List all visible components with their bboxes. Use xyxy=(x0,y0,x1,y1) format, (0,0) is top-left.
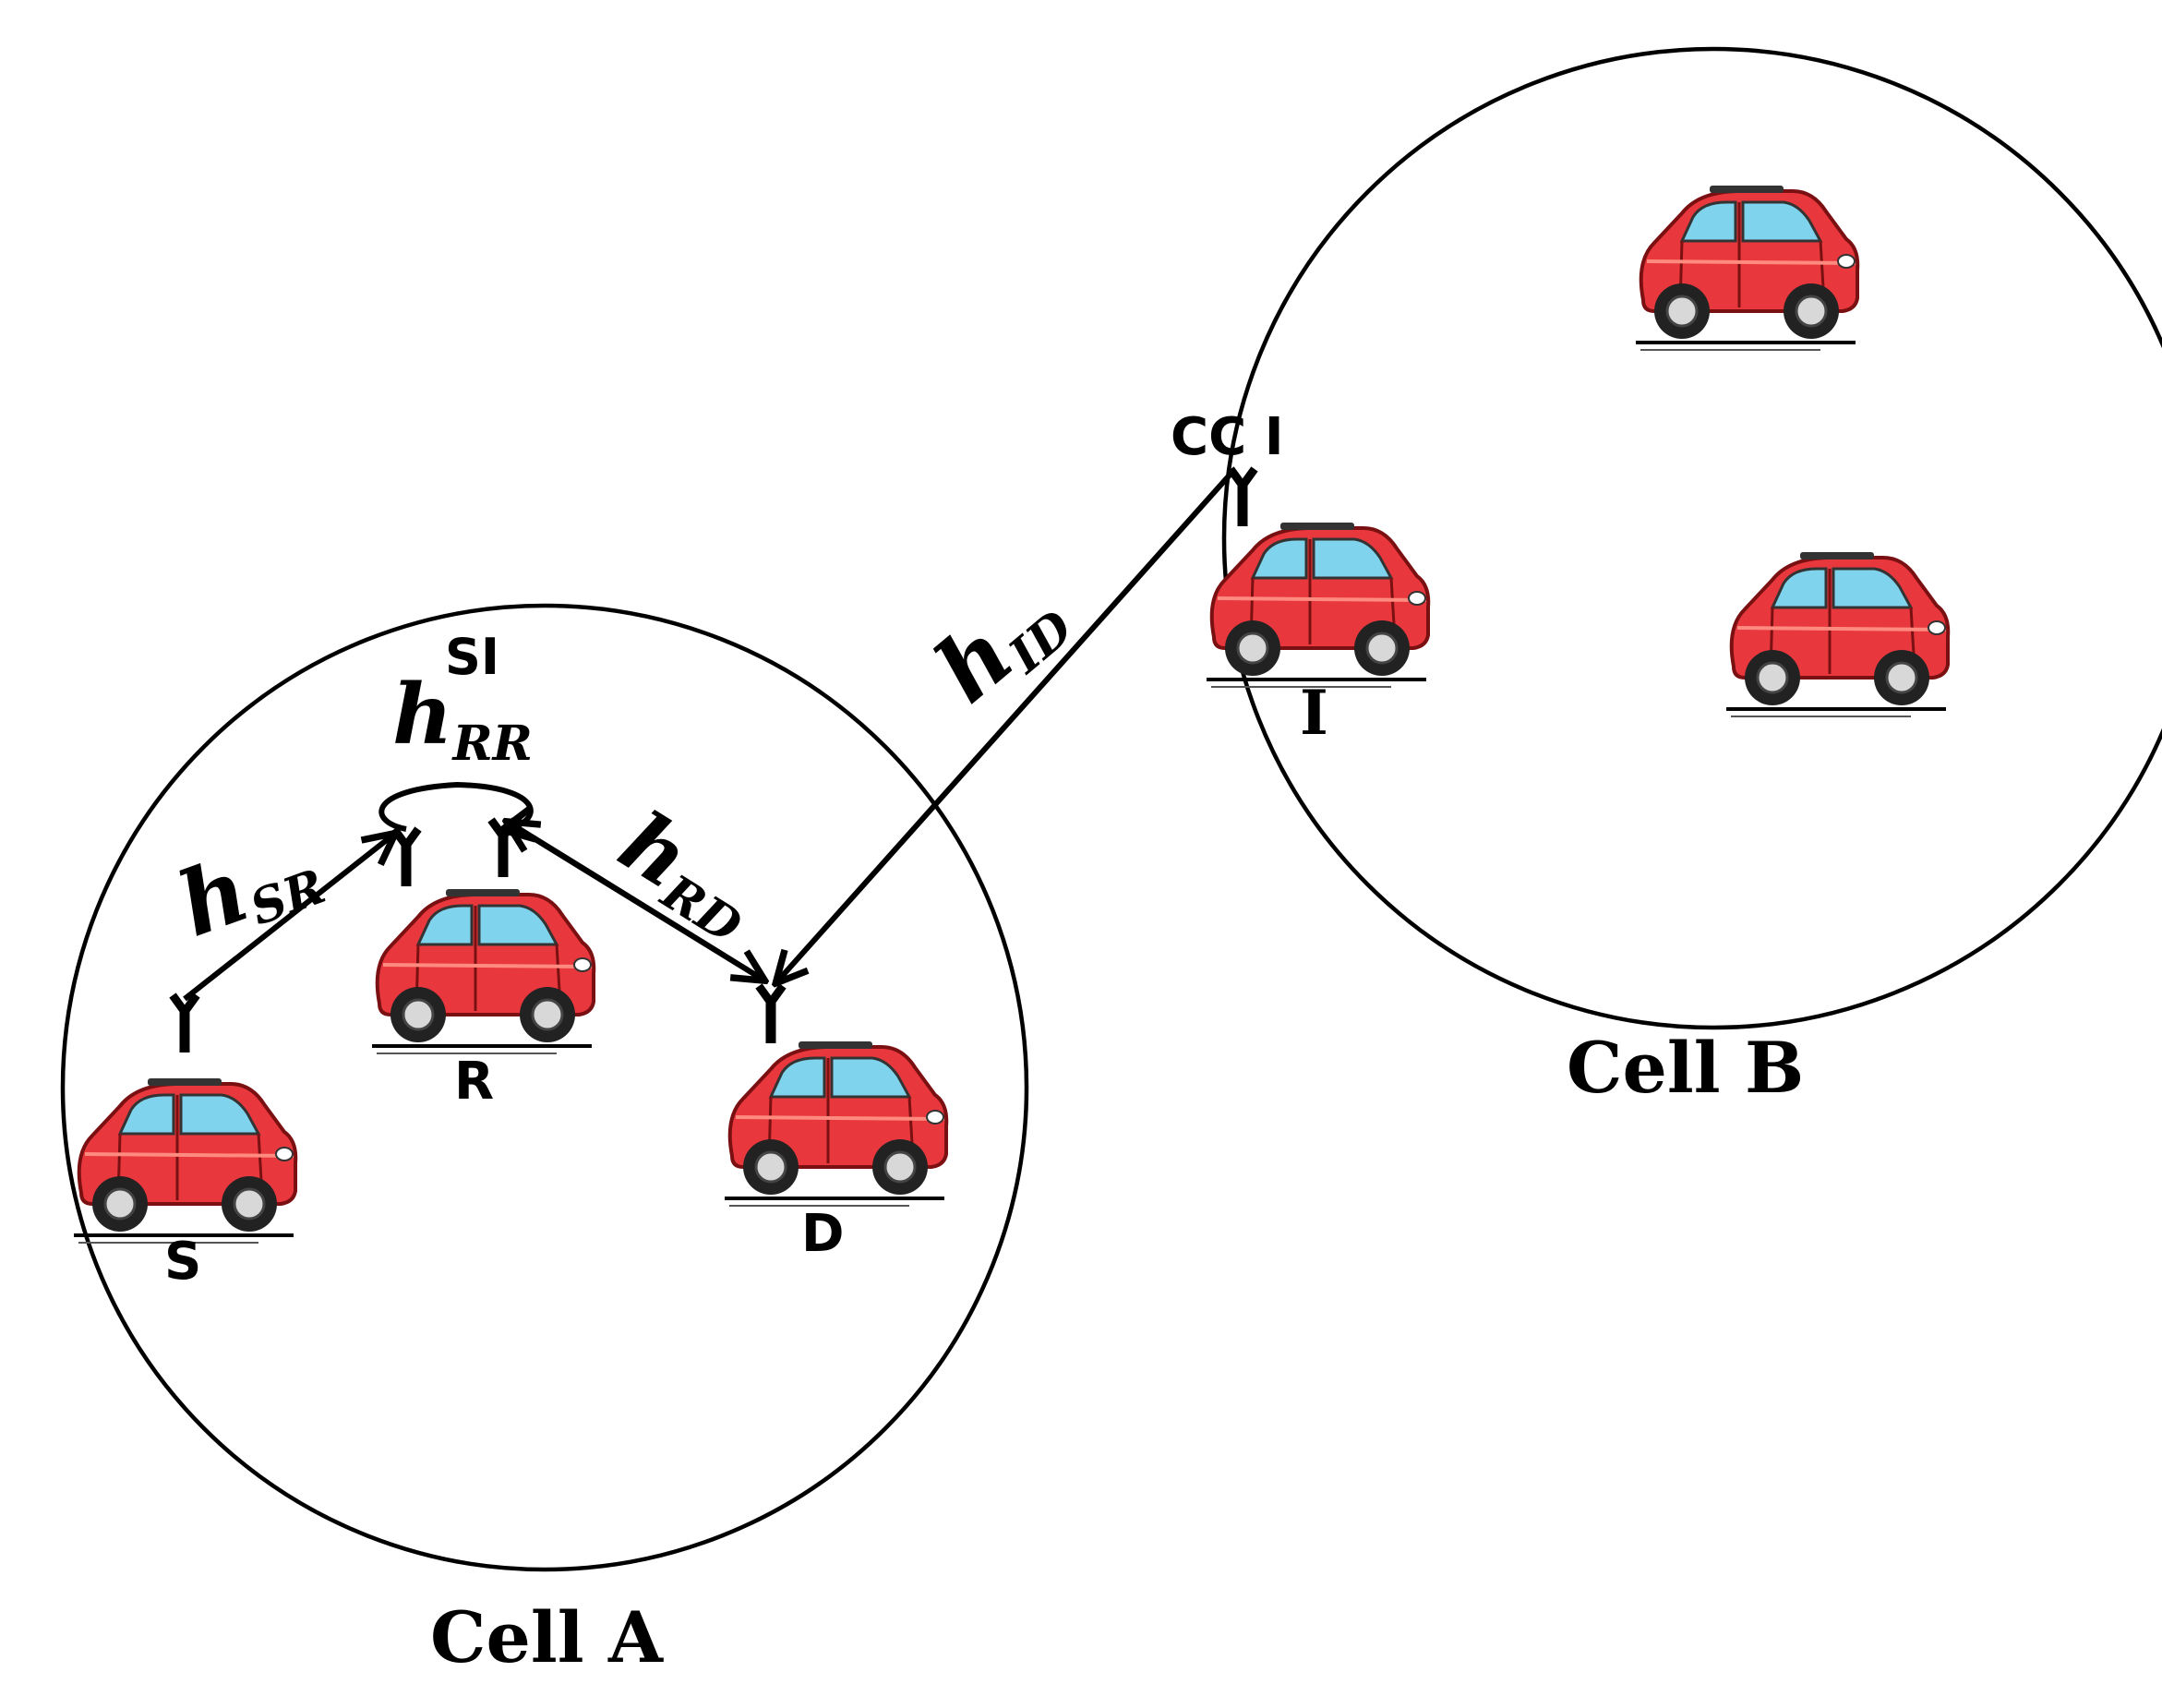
node-label-destination: D xyxy=(801,1204,844,1264)
channel-label-rd: hRD xyxy=(601,793,775,956)
antenna-icon-interferer xyxy=(1231,469,1255,526)
cell-a-boundary xyxy=(60,603,1029,1572)
antenna-icon-destination xyxy=(759,986,783,1043)
cell-label-b: Cell B xyxy=(1567,1027,1804,1109)
channel-label-sr: hSR xyxy=(165,812,332,959)
self-interference-loop xyxy=(378,781,531,829)
node-label-source: S xyxy=(164,1232,201,1292)
annotation-self-interference: SI xyxy=(445,628,499,686)
link-sr xyxy=(183,836,392,1002)
link-id xyxy=(778,469,1236,980)
car-icon-cell-b-1 xyxy=(1634,184,1860,352)
link-rd-back xyxy=(510,824,763,981)
antenna-icon-source xyxy=(173,995,197,1052)
node-label-relay: R xyxy=(454,1052,494,1112)
car-icon-interferer xyxy=(1205,521,1431,689)
channel-label-id: hID xyxy=(916,560,1084,726)
car-icon-relay xyxy=(370,887,596,1055)
node-label-interferer: I xyxy=(1300,677,1328,749)
car-icon-source xyxy=(72,1077,298,1245)
channel-label-rr: hRR xyxy=(392,666,533,772)
annotation-cci: CC I xyxy=(1171,407,1284,467)
cell-label-a: Cell A xyxy=(430,1596,664,1678)
car-icon-cell-b-2 xyxy=(1724,550,1951,718)
car-icon-destination xyxy=(723,1040,949,1208)
cell-b-boundary xyxy=(1221,46,2162,1030)
antenna-icon-relay-rx xyxy=(394,829,418,886)
